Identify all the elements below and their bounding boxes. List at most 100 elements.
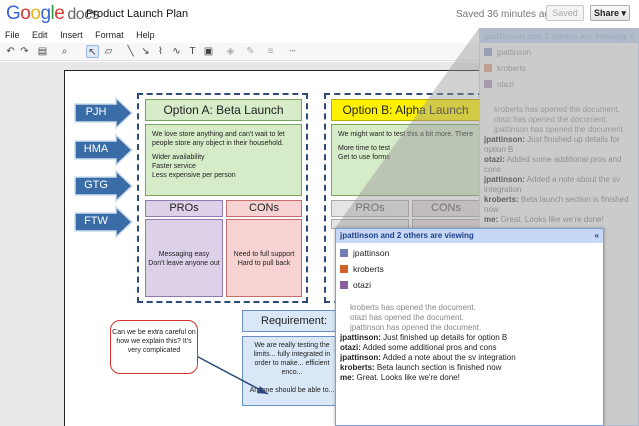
option-b-text-1: We might want to test this a bit more. T… <box>338 131 473 138</box>
line-icon[interactable]: ╲ <box>127 46 134 57</box>
user-color-swatch <box>484 64 492 72</box>
chat-message: jpattinson: Added a note about the sv in… <box>484 175 634 195</box>
option-a-title[interactable]: Option A: Beta Launch <box>145 99 302 121</box>
select-icon[interactable]: ↖ <box>86 45 99 58</box>
arrow-shape-gtg[interactable]: GTG <box>72 169 134 203</box>
chat-system-message: kroberts has opened the document. <box>350 303 476 312</box>
arrow-shape-pjh[interactable]: PJH <box>72 96 134 130</box>
document-title[interactable]: Product Launch Plan <box>86 8 189 20</box>
chat-system-message: otazi has opened the document. <box>350 313 464 322</box>
menu-bar: File Edit Insert Format Help <box>0 28 480 42</box>
option-a-group[interactable] <box>137 93 308 303</box>
chat-user[interactable]: kroberts <box>480 61 638 77</box>
collapse-icon[interactable]: « <box>594 231 599 240</box>
menu-edit[interactable]: Edit <box>32 30 48 40</box>
arrow-label: FTW <box>84 215 108 227</box>
arrow-shape-ftw[interactable]: FTW <box>72 205 134 239</box>
chat-text: Great. Looks like we're done! <box>500 215 604 224</box>
image-icon[interactable]: ▣ <box>203 46 214 57</box>
arrow-label: GTG <box>84 179 108 191</box>
scribble-icon[interactable]: ∿ <box>172 46 181 57</box>
option-b-description[interactable]: We might want to test this a bit more. T… <box>331 124 480 196</box>
chat-user[interactable]: otazi <box>480 77 638 93</box>
chat-user-name: otazi <box>497 80 514 89</box>
chat-system-message: kroberts has opened the document. <box>494 105 620 114</box>
share-button[interactable]: Share ▾ <box>590 5 630 21</box>
menu-file[interactable]: File <box>5 30 20 40</box>
comment-bubble[interactable]: Can we be extra careful on how we explai… <box>110 320 198 374</box>
collapse-icon[interactable]: « <box>629 31 634 40</box>
option-a-text-2: Wider availability <box>152 154 205 161</box>
user-color-swatch <box>340 265 348 273</box>
chat-message: jpattinson: Added a note about the sv in… <box>340 353 599 363</box>
requirement-title[interactable]: Requirement: SV <box>242 310 342 347</box>
user-color-swatch <box>484 80 492 88</box>
chat-system-message: jpattinson has opened the document. <box>494 125 626 134</box>
text-box-icon[interactable]: T <box>189 46 196 57</box>
toolbar: ↶ ↷ ▤ ⌕ ↖ ▱ ╲ ↘ ⌇ ∿ T ▣ ◈ ✎ ≡ ┅ <box>0 43 480 61</box>
option-a-text-4: Less expensive per person <box>152 172 236 179</box>
chat-user-name: jpattinson <box>353 248 390 258</box>
menu-format[interactable]: Format <box>95 30 124 40</box>
chat-sidebar-header[interactable]: jpattinson and 2 others are viewing « <box>480 29 638 43</box>
chat-header-label: jpattinson and 2 others are viewing <box>340 231 474 240</box>
chat-user-name: kroberts <box>353 264 384 274</box>
chat-text: Beta launch section is finished now <box>376 363 502 372</box>
arrow-icon[interactable]: ↘ <box>141 46 150 57</box>
chat-message: kroberts: Beta launch section is finishe… <box>340 363 599 373</box>
chat-user-name: kroberts <box>497 64 526 73</box>
user-color-swatch <box>340 249 348 257</box>
user-color-swatch <box>484 48 492 56</box>
zoom-icon[interactable]: ⌕ <box>61 46 68 57</box>
chat-author: kroberts: <box>340 363 375 372</box>
option-b-cons-header[interactable]: CONs <box>412 200 480 217</box>
chat-user[interactable]: jpattinson <box>336 245 603 261</box>
chat-sidebar-messages: kroberts has opened the document. otazi … <box>480 105 638 225</box>
user-color-swatch <box>340 281 348 289</box>
chat-user[interactable]: otazi <box>336 277 603 293</box>
option-a-cons-header[interactable]: CONs <box>226 200 302 217</box>
chat-text: Added some additional pros and cons <box>484 155 622 174</box>
menu-help[interactable]: Help <box>136 30 155 40</box>
chat-header[interactable]: jpattinson and 2 others are viewing « <box>336 229 603 243</box>
redo-icon[interactable]: ↷ <box>20 46 29 57</box>
option-a-text-1: We love store anything and can't wait to… <box>152 131 285 147</box>
option-a-pros-body[interactable]: Messaging easy Don't leave anyone out <box>145 219 223 297</box>
line-dash-icon[interactable]: ┅ <box>289 46 296 57</box>
chat-message: me: Great. Looks like we're done! <box>340 373 599 383</box>
menu-insert[interactable]: Insert <box>60 30 83 40</box>
chat-author: otazi: <box>340 343 361 352</box>
chat-author: jpattinson: <box>340 333 381 342</box>
chat-text: Added a note about the sv integration <box>484 175 621 194</box>
paint-format-icon[interactable]: ▤ <box>37 46 48 57</box>
chat-author: jpattinson: <box>340 353 381 362</box>
chat-message: otazi: Added some additional pros and co… <box>340 343 599 353</box>
option-b-pros-header[interactable]: PROs <box>331 200 409 217</box>
option-b-title[interactable]: Option B: Alpha Launch <box>331 99 480 121</box>
chat-message: me: Great. Looks like we're done! <box>484 215 634 225</box>
option-a-description[interactable]: We love store anything and can't wait to… <box>145 124 302 196</box>
undo-icon[interactable]: ↶ <box>6 46 15 57</box>
saved-button[interactable]: Saved <box>546 5 584 21</box>
fill-color-icon[interactable]: ◈ <box>226 46 235 57</box>
polyline-icon[interactable]: ⌇ <box>158 46 163 57</box>
chat-user[interactable]: kroberts <box>336 261 603 277</box>
arrow-shape-hma[interactable]: HMA <box>72 133 134 167</box>
line-color-icon[interactable]: ✎ <box>246 46 255 57</box>
chat-message: kroberts: Beta launch section is finishe… <box>484 195 634 215</box>
option-a-cons-body[interactable]: Need to full support Hard to pull back <box>226 219 302 297</box>
line-weight-icon[interactable]: ≡ <box>267 46 274 57</box>
shape-icon[interactable]: ▱ <box>104 46 113 57</box>
chat-text: Great. Looks like we're done! <box>356 373 460 382</box>
chat-user[interactable]: jpattinson <box>480 45 638 61</box>
chat-panel-zoomed[interactable]: jpattinson and 2 others are viewing « jp… <box>335 228 604 426</box>
chat-messages: kroberts has opened the document. otazi … <box>336 303 603 383</box>
chat-author: otazi: <box>484 155 505 164</box>
chat-sidebar-header-label: jpattinson and 2 others are viewing <box>484 31 627 41</box>
chat-user-name: otazi <box>353 280 371 290</box>
option-a-pros-header[interactable]: PROs <box>145 200 223 217</box>
